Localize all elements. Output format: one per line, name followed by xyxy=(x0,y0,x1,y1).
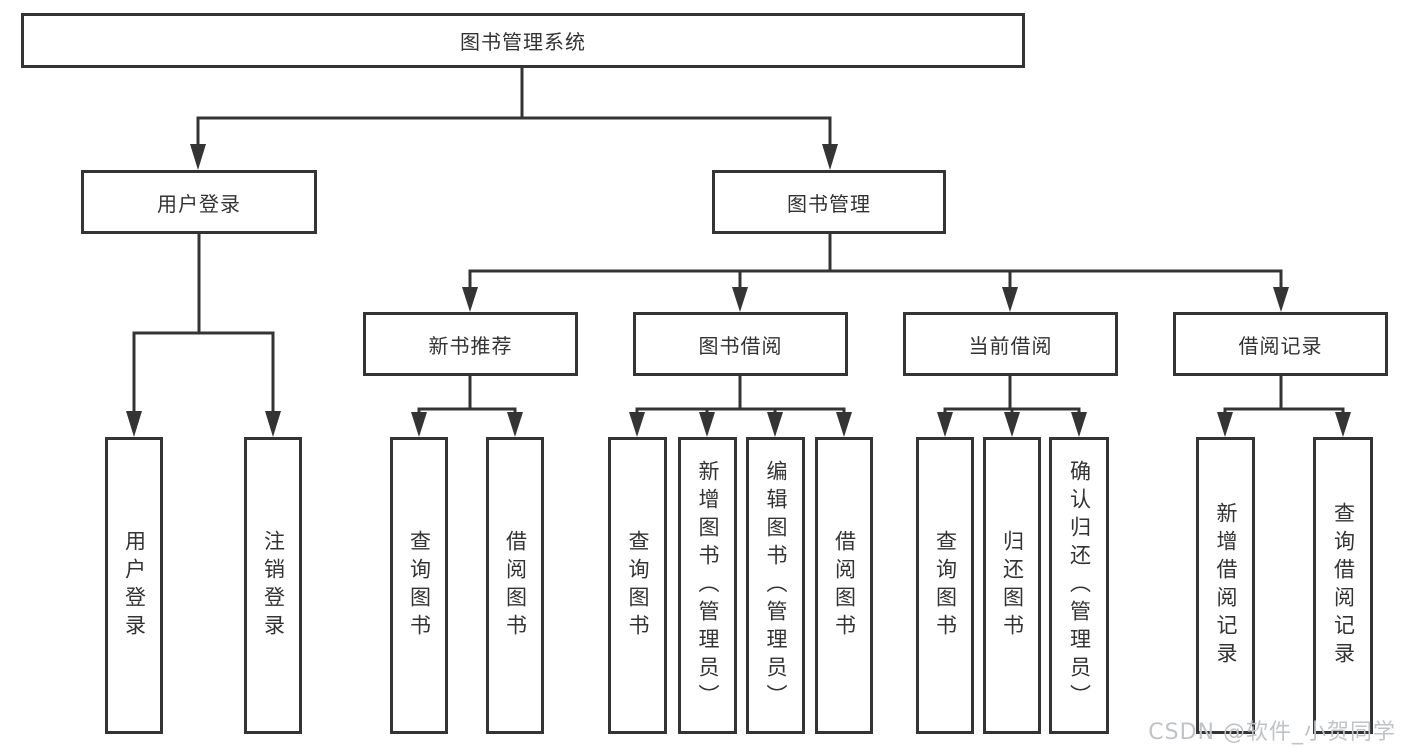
connector-borrow-record-to-leaves xyxy=(1217,376,1351,437)
leaf-return-books: 归还图书 xyxy=(983,437,1041,734)
arrowhead-icon xyxy=(1071,412,1087,437)
node-new-book-recommend: 新书推荐 xyxy=(363,312,578,376)
node-user-login: 用户登录 xyxy=(81,170,317,234)
leaf-edit-books-admin: 编辑图书（管理员） xyxy=(746,437,805,734)
leaf-query-borrow-record: 查询借阅记录 xyxy=(1313,437,1373,734)
node-book-borrow: 图书借阅 xyxy=(633,312,848,376)
connector-book-mgmt-to-level3 xyxy=(462,234,1289,312)
leaf-borrow-books: 借阅图书 xyxy=(815,437,873,734)
arrowhead-icon xyxy=(822,144,838,170)
leaf-confirm-return-admin: 确认归还（管理员） xyxy=(1049,437,1109,734)
leaf-add-books-admin: 新增图书（管理员） xyxy=(678,437,737,734)
arrowhead-icon xyxy=(411,412,427,437)
leaf-query-books-borrow: 查询图书 xyxy=(608,437,667,734)
arrowhead-icon xyxy=(126,411,142,437)
arrowhead-icon xyxy=(1273,287,1289,312)
arrowhead-icon xyxy=(265,411,281,437)
leaf-logout: 注销登录 xyxy=(244,437,302,734)
node-root-library-system: 图书管理系统 xyxy=(21,13,1025,68)
arrowhead-icon xyxy=(767,412,783,437)
leaf-query-books-recommend: 查询图书 xyxy=(390,437,448,734)
connector-book-borrow-to-leaves xyxy=(629,376,852,437)
node-book-management: 图书管理 xyxy=(712,170,946,234)
connector-current-borrow-to-leaves xyxy=(937,376,1087,437)
arrowhead-icon xyxy=(937,412,953,437)
node-current-borrow: 当前借阅 xyxy=(903,312,1118,376)
leaf-borrow-books-recommend: 借阅图书 xyxy=(486,437,544,734)
connector-root-to-level2 xyxy=(190,66,838,170)
leaf-add-borrow-record: 新增借阅记录 xyxy=(1196,437,1255,734)
arrowhead-icon xyxy=(507,412,523,437)
arrowhead-icon xyxy=(1335,412,1351,437)
arrowhead-icon xyxy=(190,144,206,170)
connector-new-book-to-leaves xyxy=(411,376,523,437)
arrowhead-icon xyxy=(1004,412,1020,437)
csdn-watermark: CSDN @软件_小贺同学 xyxy=(1148,720,1396,745)
arrowhead-icon xyxy=(1217,412,1233,437)
node-borrow-record: 借阅记录 xyxy=(1173,312,1388,376)
arrowhead-icon xyxy=(629,412,645,437)
connector-user-login-to-leaves xyxy=(126,234,281,437)
arrowhead-icon xyxy=(732,287,748,312)
leaf-user-login: 用户登录 xyxy=(105,437,163,734)
arrowhead-icon xyxy=(462,287,478,312)
leaf-query-books-current: 查询图书 xyxy=(916,437,974,734)
arrowhead-icon xyxy=(836,412,852,437)
arrowhead-icon xyxy=(1002,287,1018,312)
arrowhead-icon xyxy=(699,412,715,437)
